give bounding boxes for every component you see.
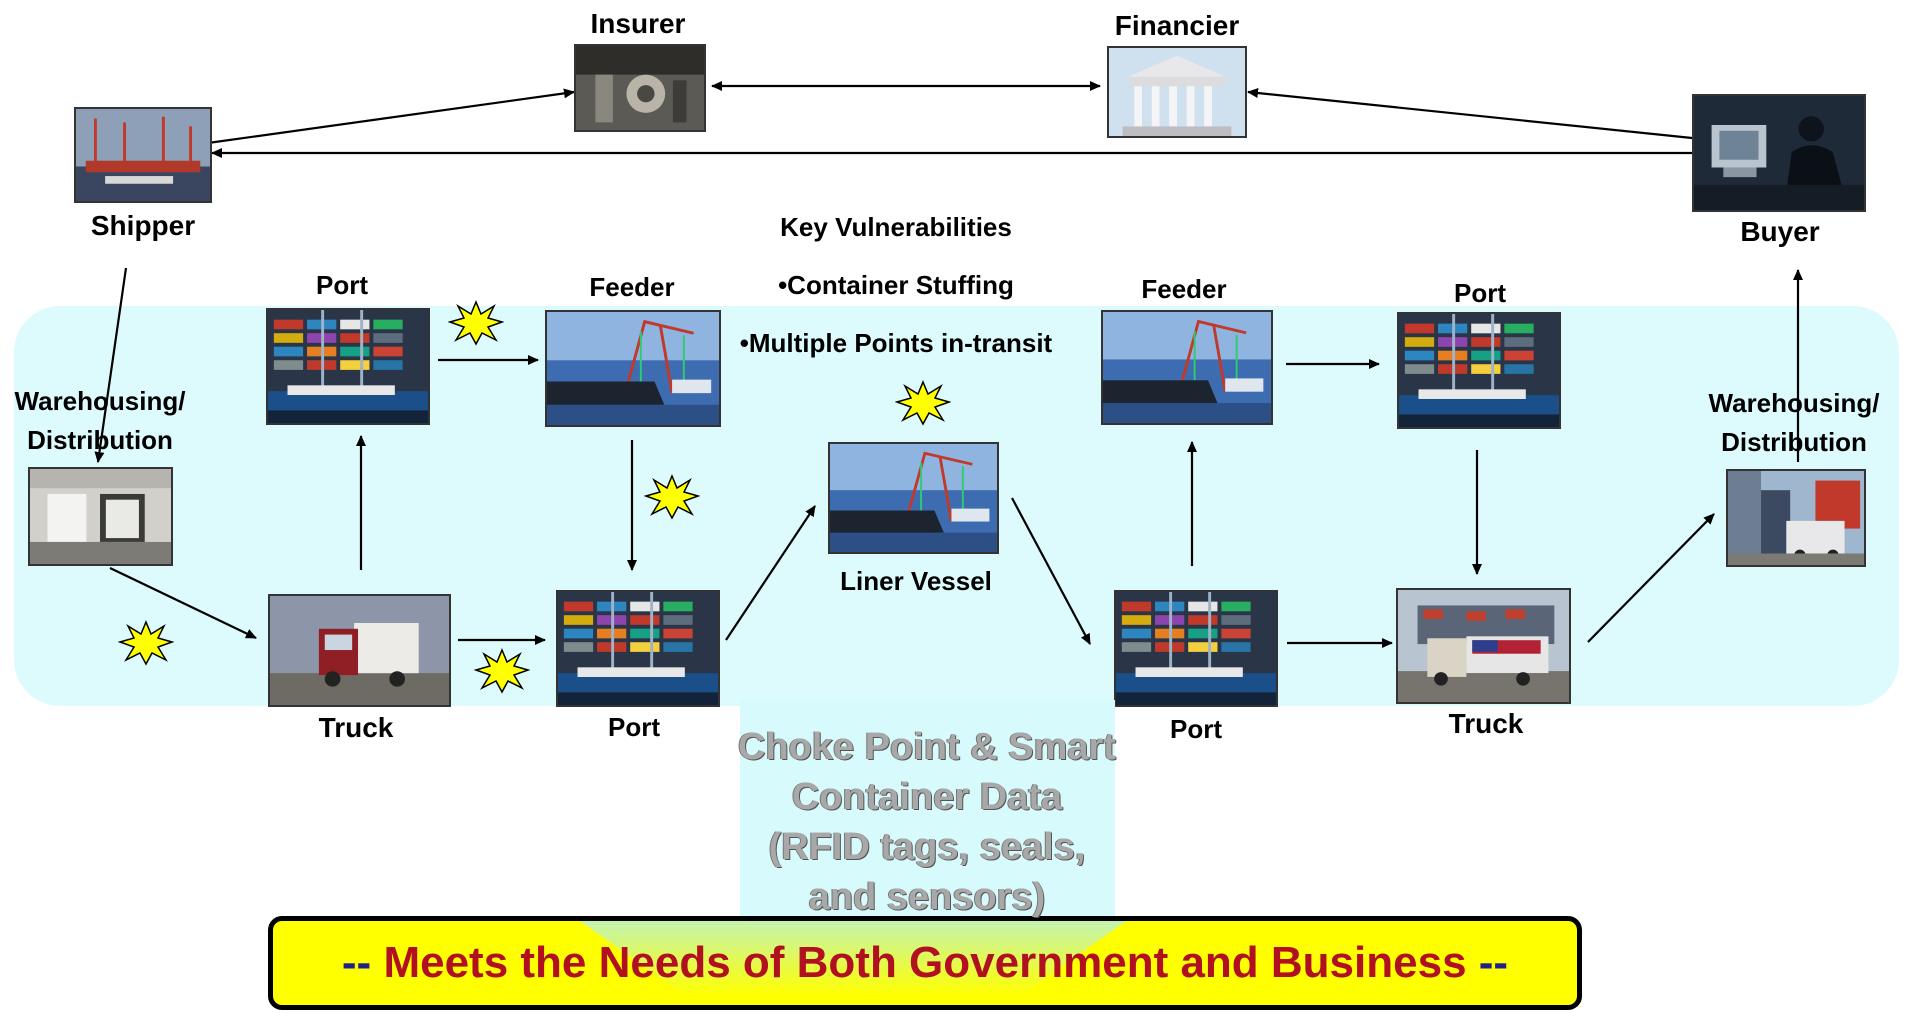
truck-left-label: Truck <box>318 712 394 743</box>
vulnerability-item: •Container Stuffing <box>778 270 1014 300</box>
truck-photo <box>1396 588 1571 704</box>
liner-vessel-label: Liner Vessel <box>840 566 992 596</box>
shipyard-photo <box>74 107 212 203</box>
container-ship-photo <box>1101 310 1273 425</box>
port-bottom-right-label: Port <box>1170 714 1222 744</box>
warehouse-right-label: Warehousing/ Distribution <box>1708 388 1880 457</box>
summary-banner: -- Meets the Needs of Both Government an… <box>268 916 1582 1010</box>
container-port-photo <box>556 590 720 707</box>
banner-message: Meets the Needs of Both Government and B… <box>371 938 1479 987</box>
feeder-left-label: Feeder <box>589 272 675 302</box>
choke-point-text: Choke Point & Smart Container Data (RFID… <box>738 726 1116 918</box>
starburst-icon <box>448 300 504 346</box>
container-ship-photo <box>828 442 999 554</box>
container-port-photo <box>1397 312 1561 429</box>
port-top-left-label: Port <box>316 270 368 300</box>
arrow-shipper-warehouse <box>94 267 128 463</box>
container-ship-photo <box>545 310 721 427</box>
shipper-label: Shipper <box>90 210 196 241</box>
starburst-icon <box>644 474 700 520</box>
buyer-at-computer-photo <box>1692 94 1866 212</box>
starburst-icon <box>895 380 951 426</box>
insurer-label: Insurer <box>590 8 686 39</box>
arrow-shipper-insurer <box>207 88 575 145</box>
bank-building-photo <box>1107 46 1247 138</box>
port-top-right-label: Port <box>1454 278 1506 308</box>
warehouse-dock-photo <box>1726 469 1866 567</box>
arrow-truck-warehouse-right <box>1587 513 1715 643</box>
container-port-photo <box>266 308 430 425</box>
port-bottom-left-label: Port <box>608 712 660 742</box>
truck-right-label: Truck <box>1448 708 1524 739</box>
container-port-photo <box>1114 590 1278 707</box>
buyer-label: Buyer <box>1740 216 1820 247</box>
starburst-icon <box>118 620 174 666</box>
feeder-right-label: Feeder <box>1141 274 1227 304</box>
insurer-photo <box>574 44 706 132</box>
choke-point-backdrop <box>740 700 1115 930</box>
warehouse-left-label: Warehousing/ Distribution <box>14 386 186 455</box>
banner-dash-right: -- <box>1478 938 1509 987</box>
starburst-icon <box>474 648 530 694</box>
arrow-buyer-financier <box>1247 88 1693 140</box>
arrow-warehouse-truck <box>109 567 257 639</box>
arrow-port-liner <box>725 505 816 641</box>
vulnerability-item: •Multiple Points in-transit <box>739 328 1053 358</box>
truck-photo <box>268 594 451 707</box>
arrow-liner-port <box>1011 497 1091 645</box>
banner-dash-left: -- <box>341 938 372 987</box>
financier-label: Financier <box>1114 10 1240 41</box>
banner-text: -- Meets the Needs of Both Government an… <box>342 938 1508 988</box>
warehouse-dock-photo <box>28 467 173 566</box>
vulnerabilities-heading: Key Vulnerabilities <box>780 212 1012 242</box>
